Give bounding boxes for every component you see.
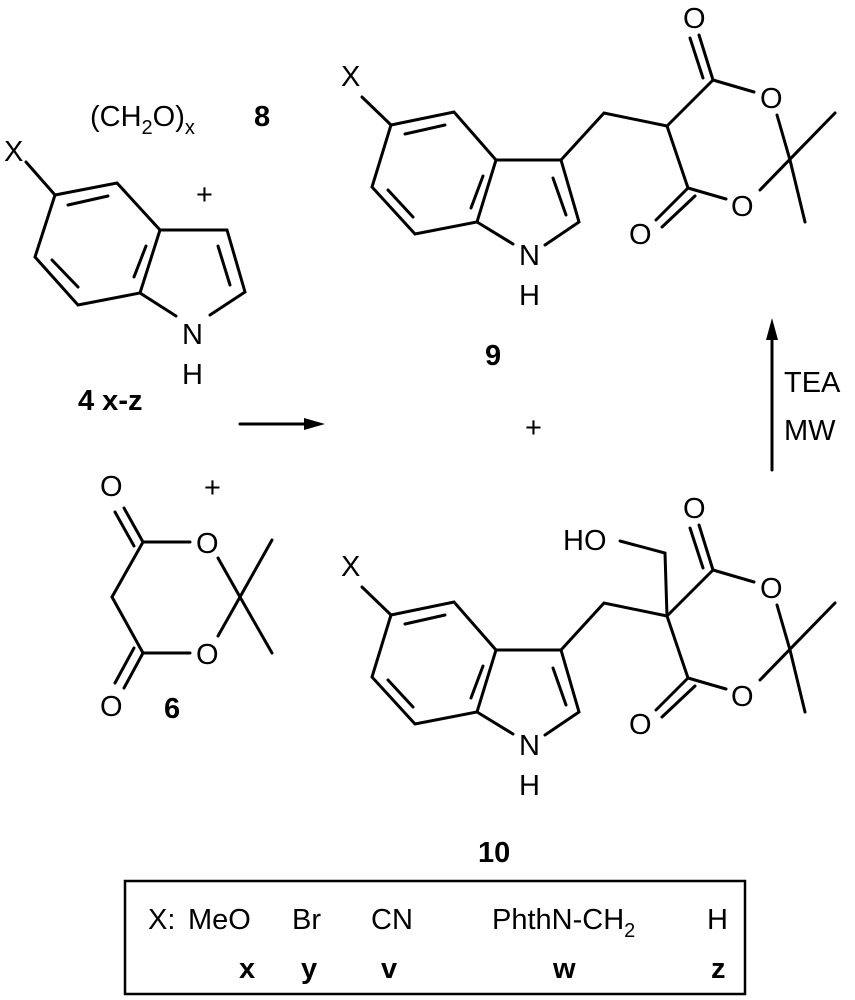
substituent-phthn-ch2: PhthN-CH2: [492, 904, 635, 942]
compound-9: X N H O O O O 9: [341, 3, 837, 372]
substituent-h: H: [707, 904, 728, 936]
conditions-arrow: TEA MW: [766, 318, 841, 472]
carbonyl-oxygen-top: O: [683, 3, 706, 35]
substituent-br: Br: [292, 904, 321, 936]
condition-mw: MW: [784, 415, 836, 447]
code-y: y: [301, 953, 317, 985]
compound-label-10: 10: [478, 837, 510, 869]
ring-oxygen-2: O: [196, 639, 219, 671]
compound-10: HO X N H O O O O 10: [341, 493, 837, 869]
nitrogen-atom: N: [182, 319, 203, 351]
substituent-meo: MeO: [188, 904, 251, 936]
ring-oxygen-1: O: [760, 573, 783, 605]
carbonyl-oxygen-bottom: O: [629, 709, 652, 741]
carbonyl-oxygen-top: O: [683, 493, 706, 525]
hydrogen-atom: H: [519, 770, 540, 802]
compound-4-indole: X N H 4 x-z: [4, 136, 247, 417]
condition-tea: TEA: [784, 367, 841, 399]
compound-number-8: 8: [254, 101, 270, 133]
hydroxyl-group: HO: [563, 525, 607, 557]
code-v: v: [381, 953, 397, 985]
hydrogen-atom: H: [519, 280, 540, 312]
nitrogen-atom: N: [519, 240, 540, 272]
paraformaldehyde-formula: (CH2O)x: [90, 101, 195, 139]
ring-oxygen-1: O: [196, 528, 219, 560]
code-w: w: [552, 953, 576, 985]
table-row-label: X:: [148, 904, 175, 936]
code-x: x: [239, 953, 255, 985]
substituent-cn: CN: [371, 904, 413, 936]
substituent-x: X: [341, 551, 360, 583]
substituent-table: X: MeO Br CN PhthN-CH2 H x y v w z: [123, 879, 747, 996]
substituent-x: X: [4, 136, 23, 168]
ring-oxygen-2: O: [731, 681, 754, 713]
plus-sign: +: [204, 472, 221, 504]
compound-label-9: 9: [485, 340, 501, 372]
carbonyl-oxygen-top: O: [100, 471, 123, 503]
substituent-x: X: [341, 61, 360, 93]
reaction-arrow: [238, 418, 325, 430]
code-z: z: [711, 953, 726, 985]
plus-sign: +: [525, 412, 542, 444]
carbonyl-oxygen-bottom: O: [100, 691, 123, 723]
compound-label-6: 6: [164, 693, 180, 725]
plus-sign: +: [196, 179, 213, 211]
ring-oxygen-2: O: [731, 191, 754, 223]
carbonyl-oxygen-bottom: O: [629, 219, 652, 251]
reagent-8: (CH2O)x 8: [90, 101, 270, 139]
compound-label-4: 4 x-z: [78, 385, 142, 417]
ring-oxygen-1: O: [760, 83, 783, 115]
nitrogen-atom: N: [519, 730, 540, 762]
compound-6-meldrums-acid: O O O O 6: [100, 471, 274, 725]
hydrogen-atom: H: [182, 359, 203, 391]
